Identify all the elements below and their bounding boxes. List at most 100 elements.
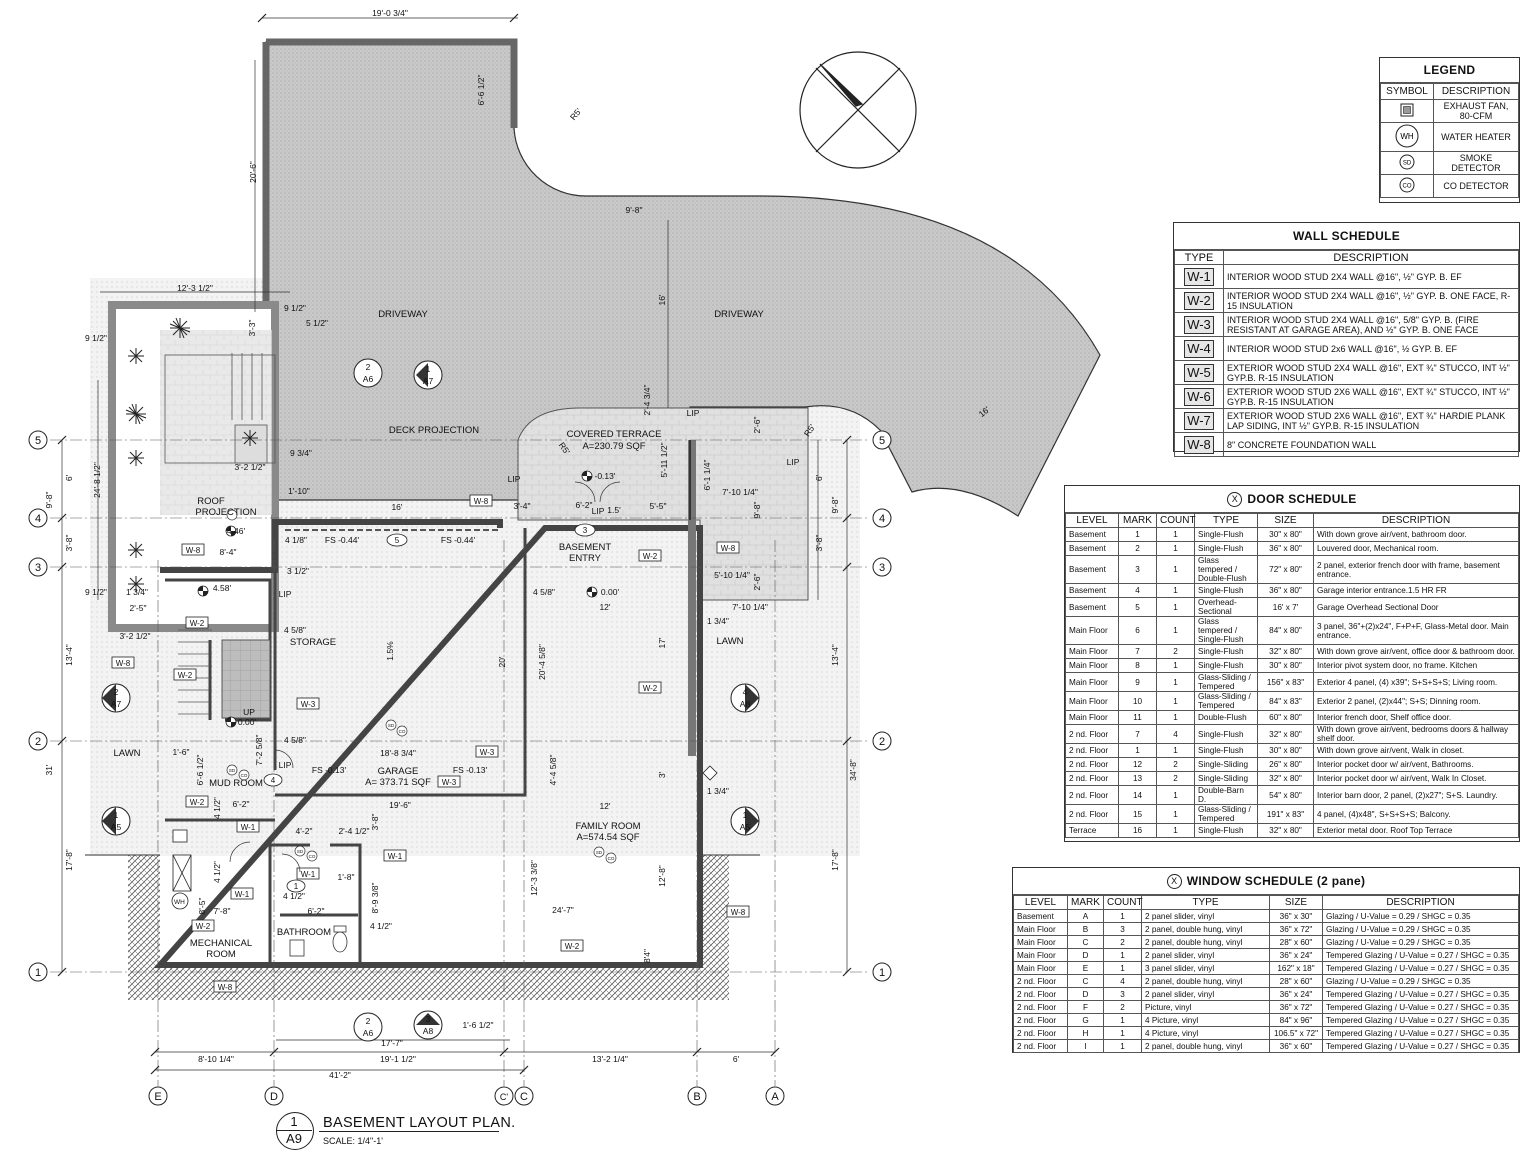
door-cell-type: Glass-Sliding / Tempered [1194,691,1258,711]
window-cell-mark: D [1067,948,1104,962]
door-cell-count: 1 [1156,658,1195,673]
wall-type: W-2 [1184,291,1214,310]
dim: R5' [568,106,584,122]
legend-header-symbol: SYMBOL [1380,83,1434,100]
door-cell-type: Single-Sliding [1194,757,1258,772]
co-detector-label: CO [608,856,615,861]
door-cell-type: Single-Flush [1194,541,1258,556]
legend-row: WH WATER HEATER [1380,122,1519,152]
grid-row-4-left: 4 [35,513,41,525]
door-cell-type: Overhead-Sectional [1194,597,1258,617]
window-mark-a-icon [702,765,718,781]
wall-tag: W-1 [241,823,256,832]
dim: 2'-4 3/4" [642,384,652,415]
door-cell-mark: 6 [1118,616,1157,645]
dim: 6'-2" [308,906,325,916]
wall-desc: INTERIOR WOOD STUD 2X4 WALL @16", ½" GYP… [1223,288,1519,313]
door-cell-count: 1 [1156,527,1195,542]
dim: 5'-5" [650,501,667,511]
door-cell-level: Basement [1065,597,1119,617]
door-cell-count: 1 [1156,804,1195,824]
door-cell-description: With down grove air/vent, Walk in closet… [1313,743,1519,758]
dim: 2'-6" [752,417,762,434]
door-cell-level: 2 nd. Floor [1065,771,1119,786]
window-header-count: COUNT [1103,895,1143,910]
lip-label: LIP [279,589,292,599]
dim: 3'-3" [247,320,257,337]
lip-label: LIP [508,474,521,484]
door-tag: 1 [294,882,299,891]
dim: 6' [814,474,824,481]
section-2-num: 1 [426,364,431,374]
window-cell-mark: D [1067,987,1104,1001]
door-cell-mark: 9 [1118,672,1157,692]
window-cell-description: Tempered Glazing / U-Value = 0.27 / SHGC… [1322,1013,1519,1027]
legend-row: CO CO DETECTOR [1380,174,1519,198]
window-cell-count: 3 [1103,987,1142,1001]
window-cell-count: 1 [1103,1013,1142,1027]
dim: 17' [657,637,667,648]
door-cell-level: Main Floor [1065,710,1119,725]
door-cell-size: 30" x 80" [1257,743,1314,758]
dim: 12'-3 1/2" [177,283,213,293]
grid-col-c-prime: C' [500,1092,508,1102]
family-room-label: FAMILY ROOM [575,821,640,832]
dim: 6' [733,1054,740,1064]
dim: 1.5% [385,641,395,661]
door-cell-level: 2 nd. Floor [1065,757,1119,772]
door-cell-type: Glass-Sliding / Tempered [1194,804,1258,824]
legend-table: SYMBOL DESCRIPTION EXHAUST FAN, 80-CFM W… [1380,83,1519,198]
dim: 18'-8 3/4" [380,748,416,758]
section-5-sheet: A5 [111,822,122,832]
window-cell-count: 1 [1103,948,1142,962]
bathroom-fixtures [289,925,348,957]
door-swings [229,481,621,873]
dim: 1'-6" [173,747,190,757]
door-cell-size: 84" x 83" [1257,691,1314,711]
door-cell-count: 1 [1156,785,1195,805]
grid-row-5-right: 5 [879,435,885,447]
lip-label: LIP [787,457,800,467]
dim: 9 1/2" [85,587,107,597]
door-cell-description: Interior pivot system door, no frame. Ki… [1313,658,1519,673]
door-cell-count: 1 [1156,583,1195,598]
window-cell-description: Glazing / U-Value = 0.29 / SHGC = 0.35 [1322,922,1519,936]
window-cell-description: Glazing / U-Value = 0.29 / SHGC = 0.35 [1322,935,1519,949]
door-cell-count: 2 [1156,757,1195,772]
dim: 4 1/2" [212,797,222,819]
wall-tag: W-1 [235,890,250,899]
dim: 2'-5" [130,603,147,613]
legend-desc: EXHAUST FAN, 80-CFM [1433,99,1519,123]
wall-type: W-1 [1184,267,1214,286]
window-cell-level: 2 nd. Floor [1013,987,1068,1001]
dim: 4.46' [227,526,246,536]
door-cell-size: 84" x 80" [1257,616,1314,645]
door-cell-description: Interior french door, Shelf office door. [1313,710,1519,725]
section-1-num: 2 [366,362,371,372]
dim: 9'-8" [830,497,840,514]
door-cell-size: 191" x 83" [1257,804,1314,824]
dim: 5 1/2" [306,318,328,328]
door-cell-description: Interior pocket door w/ air/vent, Bathro… [1313,757,1519,772]
wall-tag: W-3 [480,748,495,757]
dim: FS -0.44' [325,535,360,545]
dim: 12'-3 3/8" [529,860,539,896]
grid-col-d: D [270,1091,278,1103]
section-5-num: 1 [114,810,119,820]
elevation-marker-fills [198,471,597,727]
wall-tag: W-8 [218,983,233,992]
dim: 7'-2 5/8" [254,734,264,765]
